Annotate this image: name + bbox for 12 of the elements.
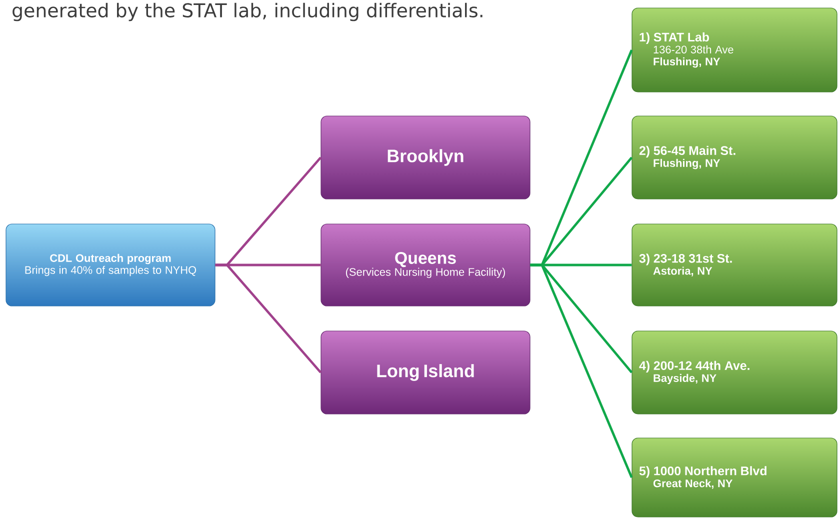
site-box: 3) 23-18 31st St. Astoria, NY [632,224,838,306]
connector-line [215,264,322,374]
connector-line [530,264,633,478]
program-box: CDL Outreach program Brings in 40% of samples to NYHQ [6,224,216,306]
region-box: Queens (Services Nursing Home Facility) [320,224,530,306]
site-box: 2) 56-45 Main St. Flushing, NY [632,116,838,200]
heading-text: generated by the STAT lab, including differentials. [12,2,482,22]
region-box: Long Island [320,330,530,414]
region-box: Brooklyn [320,116,530,200]
site-box: 5) 1000 Northern Blvd Great Neck, NY [632,438,838,518]
site-box: 4) 200-12 44th Ave. Bayside, NY [632,330,838,414]
site-box: 1) STAT Lab 136-20 38th Ave Flushing, NY [632,8,838,92]
